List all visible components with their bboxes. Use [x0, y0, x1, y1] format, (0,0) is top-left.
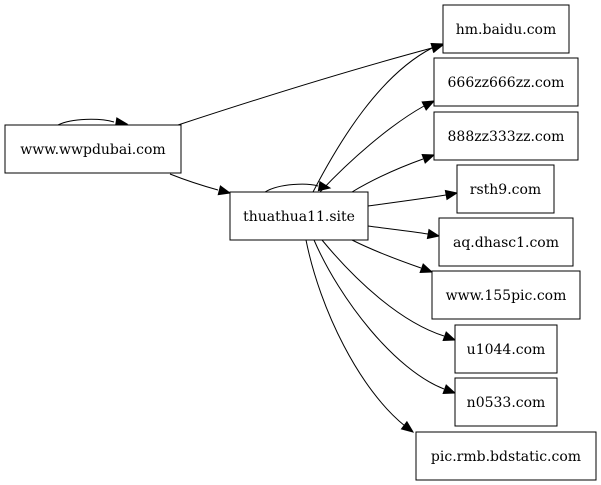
node-pic155: www.155pic.com	[431, 270, 581, 320]
node-label: thuathua11.site	[243, 209, 355, 225]
arrow-head	[400, 420, 415, 433]
node-label: 888zz333zz.com	[448, 129, 565, 145]
arrow-head	[442, 384, 457, 394]
edge-thuathua-to-baidu	[312, 43, 445, 193]
edge-thuathua-to-pic155	[351, 239, 434, 273]
arrow-head	[430, 43, 445, 53]
edge-thuathua-to-u1044	[321, 239, 457, 341]
node-thuathua: thuathua11.site	[229, 191, 369, 241]
node-box	[433, 111, 579, 161]
edge-wwpdubai-to-baidu	[177, 42, 445, 126]
arrow-head	[442, 331, 457, 341]
node-n0533: n0533.com	[454, 377, 558, 427]
arrow-head	[317, 180, 332, 192]
node-label: 666zz666zz.com	[448, 75, 565, 91]
node-label: www.wwpdubai.com	[20, 142, 165, 158]
edge-thuathua-to-thuathua	[264, 180, 332, 193]
node-label: rsth9.com	[470, 182, 541, 198]
node-box	[442, 4, 570, 54]
edge-line	[321, 239, 445, 337]
node-z666: 666zz666zz.com	[433, 57, 579, 107]
node-box	[454, 324, 558, 374]
edge-wwpdubai-to-thuathua	[169, 173, 232, 196]
node-label: pic.rmb.bdstatic.com	[431, 449, 581, 465]
node-box	[438, 217, 574, 267]
node-wwpdubai: www.wwpdubai.com	[4, 124, 182, 174]
nodes-layer: www.wwpdubai.com thuathua11.site hm.baidu.…	[4, 4, 597, 481]
node-box	[456, 164, 555, 214]
edge-line	[57, 118, 115, 126]
node-box	[4, 124, 182, 174]
node-u1044: u1044.com	[454, 324, 558, 374]
arrow-head	[421, 100, 436, 111]
arrow-head	[426, 228, 441, 240]
edge-line	[305, 239, 406, 427]
edge-line	[367, 225, 429, 235]
node-label: hm.baidu.com	[456, 22, 557, 38]
edge-line	[312, 47, 433, 193]
edge-line	[313, 239, 445, 390]
edge-thuathua-to-n0533	[313, 239, 457, 394]
node-label: aq.dhasc1.com	[453, 235, 559, 251]
node-box	[415, 431, 597, 481]
node-box	[454, 377, 558, 427]
edge-line	[177, 47, 433, 126]
edges-layer	[57, 42, 459, 433]
arrow-head	[217, 185, 232, 196]
node-box	[431, 270, 581, 320]
edge-thuathua-to-dhasc1	[367, 225, 441, 240]
edge-line	[169, 173, 219, 191]
arrow-head	[444, 189, 459, 201]
node-baidu: hm.baidu.com	[442, 4, 570, 54]
edge-line	[319, 105, 425, 193]
node-bdstatic: pic.rmb.bdstatic.com	[415, 431, 597, 481]
node-box	[229, 191, 369, 241]
node-rsth9: rsth9.com	[456, 164, 555, 214]
node-dhasc1: aq.dhasc1.com	[438, 217, 574, 267]
node-label: www.155pic.com	[446, 288, 567, 304]
edge-thuathua-to-rsth9	[367, 189, 459, 207]
node-z888: 888zz333zz.com	[433, 111, 579, 161]
node-label: u1044.com	[467, 342, 546, 358]
node-label: n0533.com	[467, 395, 546, 411]
arrow-head	[419, 263, 434, 273]
arrow-head	[421, 154, 436, 164]
edge-thuathua-to-z888	[351, 154, 436, 193]
node-box	[433, 57, 579, 107]
edge-line	[351, 158, 424, 193]
edge-line	[367, 194, 447, 207]
edge-line	[264, 183, 319, 193]
edge-thuathua-to-bdstatic	[305, 239, 415, 433]
edge-line	[351, 239, 422, 269]
edge-thuathua-to-z666	[319, 100, 436, 193]
